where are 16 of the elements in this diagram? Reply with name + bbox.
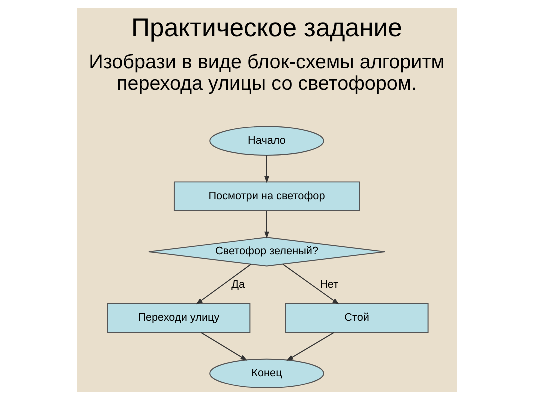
diagram-title: Практическое задание [131, 14, 402, 43]
edge-label: Нет [320, 278, 338, 291]
node-ellipse: Конец [209, 358, 324, 389]
edge-label: Да [231, 278, 245, 291]
node-box: Стой [284, 303, 428, 334]
node-diamond: Светофор зеленый? [148, 237, 386, 267]
arrow [264, 155, 269, 184]
label: Изобрази в виде блок-схемы алгоритм перехода улицы со светофором. [88, 51, 444, 96]
node-box: Переходи улицу [106, 303, 250, 334]
arrow [282, 264, 340, 305]
arrow [200, 332, 248, 361]
node-ellipse: Начало [209, 126, 324, 156]
node-box: Посмотри на светофор [173, 182, 360, 212]
arrow [196, 264, 252, 305]
arrow [264, 210, 269, 239]
arrow [286, 332, 334, 362]
